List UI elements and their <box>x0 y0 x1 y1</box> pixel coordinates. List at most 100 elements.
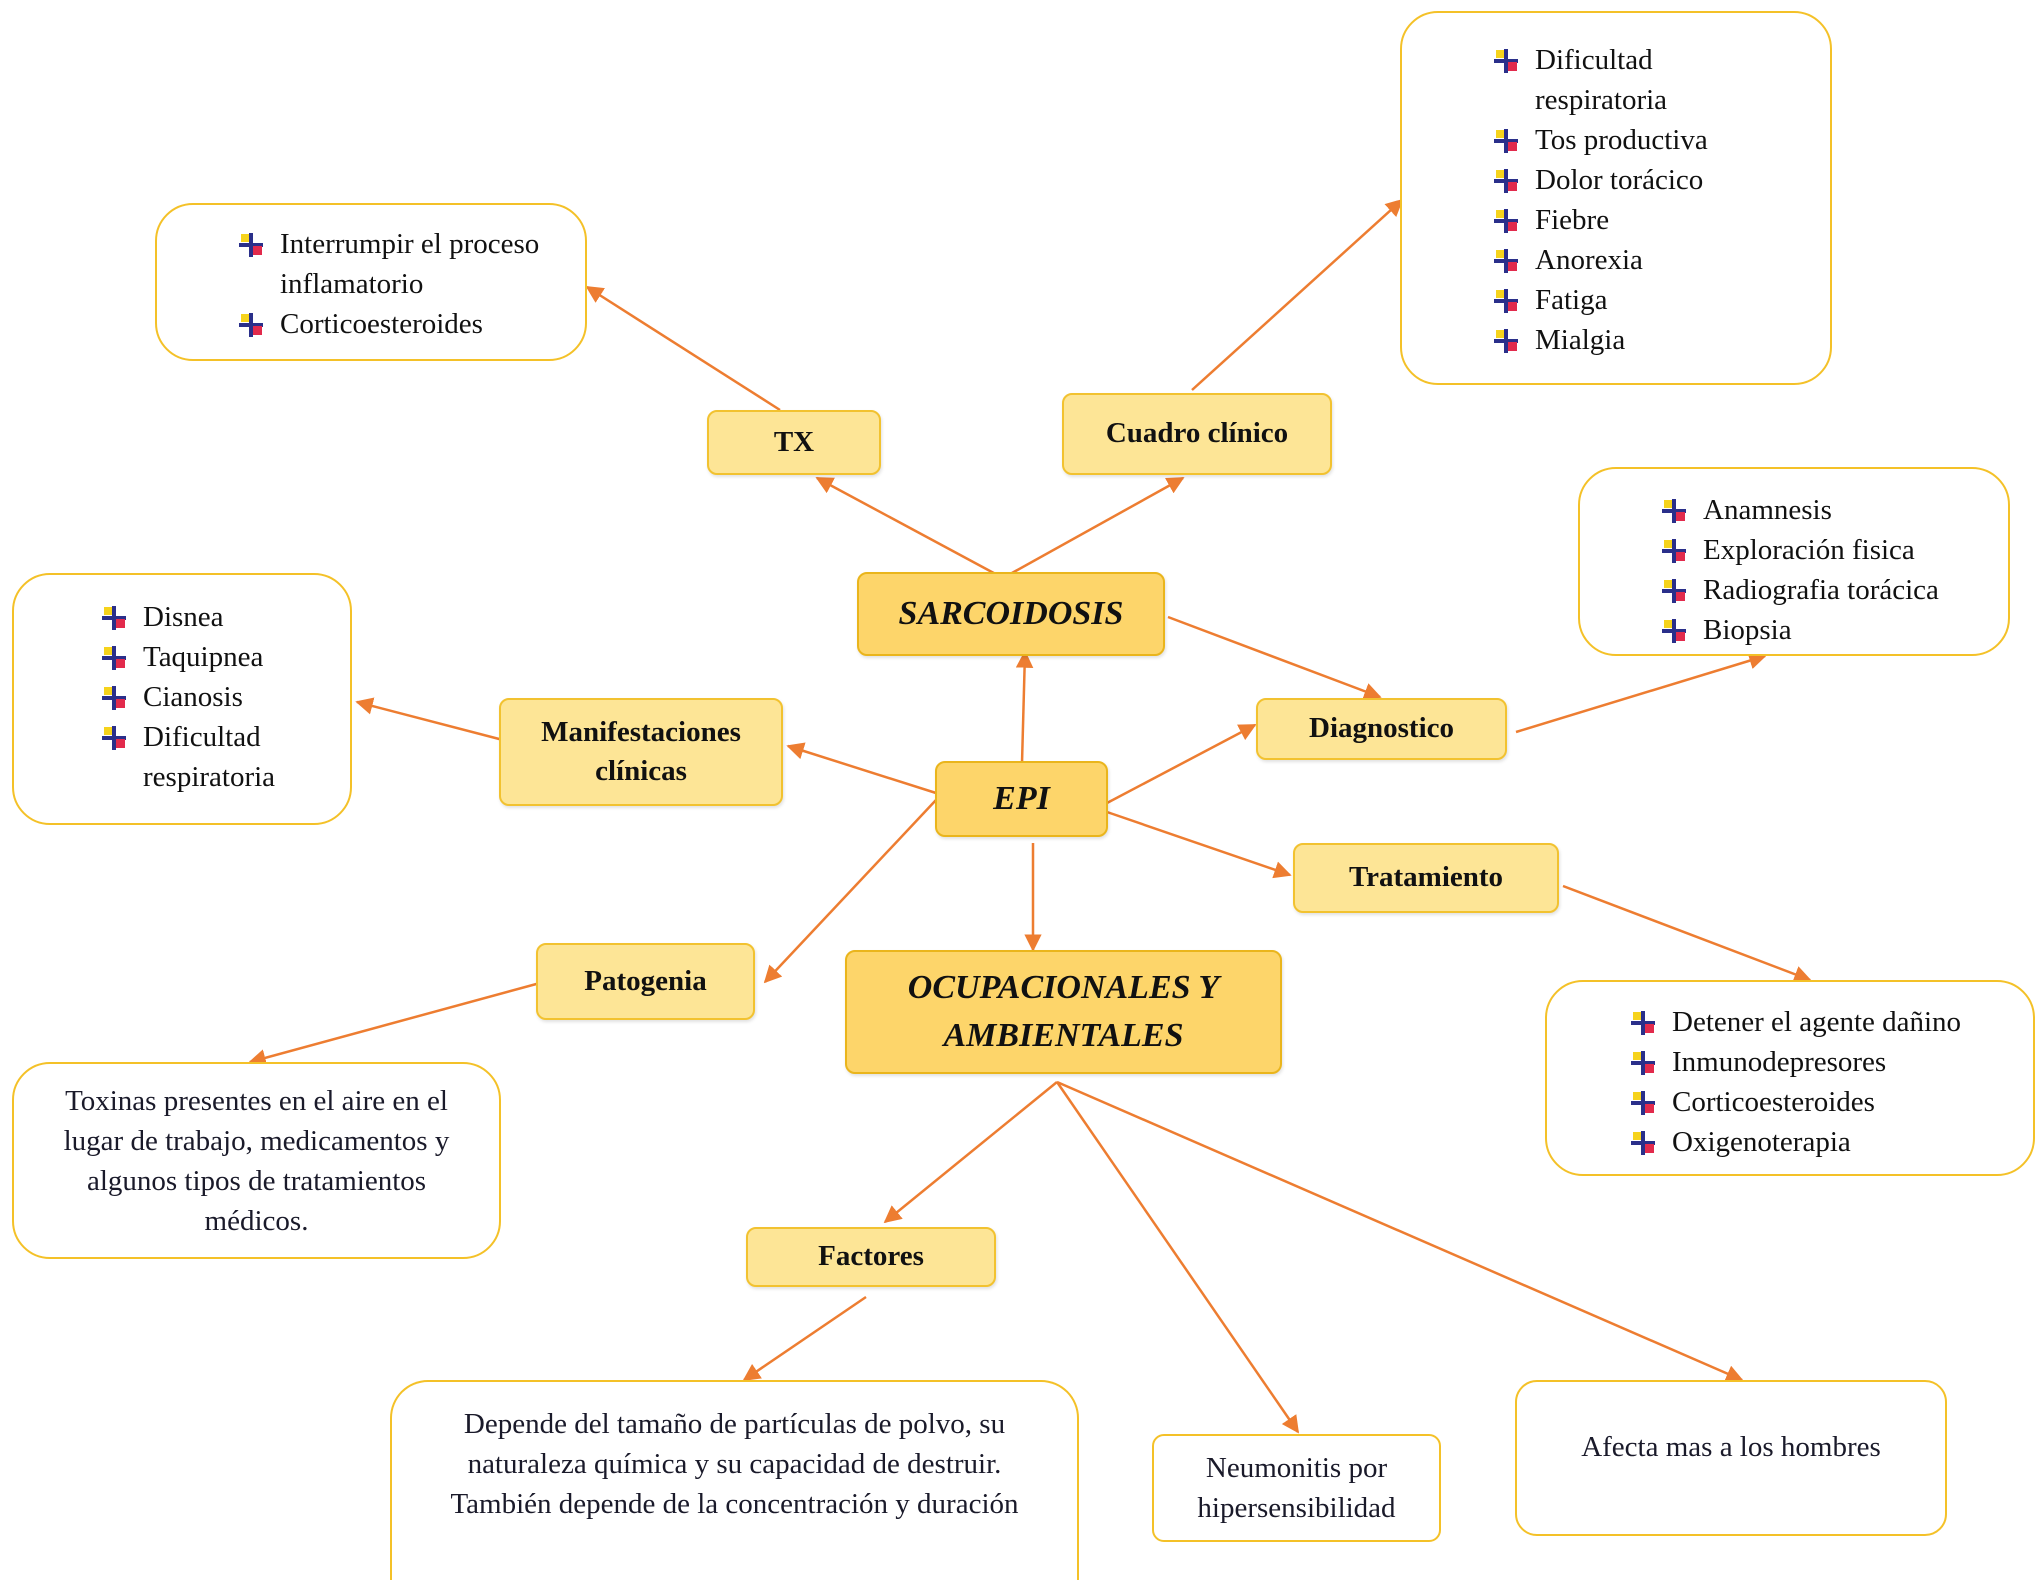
manifestaciones-details-box: Disnea Taquipnea Cianosis Dificultad res… <box>12 573 352 825</box>
list-item-text: Tos productiva <box>1535 124 1708 156</box>
node-cuadro-clinico: Cuadro clínico <box>1062 393 1332 475</box>
tratamiento-details-box: Detener el agente dañino Inmunodepresore… <box>1545 980 2035 1176</box>
manifestaciones-details-list: Disnea Taquipnea Cianosis Dificultad res… <box>98 597 323 797</box>
list-item: Detener el agente dañino <box>1627 1002 1961 1042</box>
node-ocupacionales-line-2: AMBIENTALES <box>943 1017 1184 1054</box>
list-item: Dificultad respiratoria <box>98 717 323 797</box>
node-sarcoidosis-label: SARCOIDOSIS <box>898 595 1124 633</box>
tx-details-list: Interrumpir el proceso inflamatorio Cort… <box>235 224 570 344</box>
arrow-epi-diagnostico <box>1106 723 1257 805</box>
arrow-ocupacionales-factores <box>883 1081 1058 1224</box>
list-item: Interrumpir el proceso inflamatorio <box>235 224 570 304</box>
list-item-text: Mialgia <box>1535 324 1626 356</box>
list-item: Anamnesis <box>1658 490 1939 530</box>
list-item-text: Corticoesteroides <box>280 308 483 340</box>
list-item: Tos productiva <box>1490 120 1735 160</box>
cuadro-details-box: Dificultad respiratoria Tos productiva D… <box>1400 11 1832 385</box>
bullet-icon <box>1662 619 1686 643</box>
tratamiento-details-list: Detener el agente dañino Inmunodepresore… <box>1627 1002 1961 1162</box>
factores-text: Depende del tamaño de partículas de polv… <box>450 1408 1019 1520</box>
bullet-icon <box>239 313 263 337</box>
diagnostico-details-box: Anamnesis Exploración fisica Radiografia… <box>1578 467 2010 656</box>
list-item: Corticoesteroides <box>1627 1082 1961 1122</box>
hombres-box: Afecta mas a los hombres <box>1515 1380 1947 1536</box>
bullet-icon <box>1662 539 1686 563</box>
node-tx: TX <box>707 410 881 475</box>
arrow-patogenia-box <box>248 981 541 1067</box>
node-epi-label: EPI <box>993 780 1050 818</box>
bullet-icon <box>1662 579 1686 603</box>
list-item: Fatiga <box>1490 280 1735 320</box>
bullet-icon <box>1631 1091 1655 1115</box>
node-tratamiento-label: Tratamiento <box>1348 861 1504 894</box>
arrow-epi-manifestaciones <box>786 742 937 795</box>
list-item-text: Oxigenoterapia <box>1672 1126 1851 1158</box>
list-item-text: Dificultad respiratoria <box>1535 44 1668 116</box>
list-item-text: Corticoesteroides <box>1672 1086 1875 1118</box>
node-tx-label: TX <box>773 425 815 458</box>
hombres-text: Afecta mas a los hombres <box>1581 1431 1881 1463</box>
factores-details-box: Depende del tamaño de partículas de polv… <box>390 1380 1079 1580</box>
node-sarcoidosis: SARCOIDOSIS <box>857 572 1165 656</box>
bullet-icon <box>1494 169 1518 193</box>
node-epi: EPI <box>935 761 1108 837</box>
node-diagnostico-label: Diagnostico <box>1309 712 1454 745</box>
list-item-text: Inmunodepresores <box>1672 1046 1887 1078</box>
node-factores: Factores <box>746 1227 996 1287</box>
node-patogenia-label: Patogenia <box>584 964 707 997</box>
neumonitis-text: Neumonitis por hipersensibilidad <box>1197 1452 1396 1524</box>
bullet-icon <box>239 233 263 257</box>
tx-details-box: Interrumpir el proceso inflamatorio Cort… <box>155 203 587 361</box>
list-item: Anorexia <box>1490 240 1735 280</box>
list-item-text: Radiografia torácica <box>1703 574 1939 606</box>
bullet-icon <box>1494 209 1518 233</box>
arrow-epi-tratamiento <box>1106 810 1292 879</box>
bullet-icon <box>1494 49 1518 73</box>
bullet-icon <box>1494 329 1518 353</box>
node-ocupacionales: OCUPACIONALES Y AMBIENTALES <box>845 950 1282 1074</box>
node-ocupacionales-line-1: OCUPACIONALES Y <box>907 969 1220 1007</box>
bullet-icon <box>102 606 126 630</box>
arrow-manifestaciones-box <box>355 697 504 742</box>
neumonitis-box: Neumonitis por hipersensibilidad <box>1152 1434 1441 1542</box>
list-item-text: Cianosis <box>143 681 243 713</box>
list-item-text: Anorexia <box>1535 244 1643 276</box>
node-cuadro-clinico-label: Cuadro clínico <box>1105 417 1289 450</box>
list-item-text: Dolor torácico <box>1535 164 1704 196</box>
arrow-cuadro-box <box>1191 198 1404 391</box>
arrow-factores-box <box>742 1295 867 1382</box>
bullet-icon <box>1494 289 1518 313</box>
arrow-sarcoidosis-tx <box>815 476 1004 580</box>
bullet-icon <box>102 646 126 670</box>
list-item-text: Interrumpir el proceso inflamatorio <box>280 228 540 300</box>
arrow-diagnostico-box <box>1515 652 1767 734</box>
cuadro-details-list: Dificultad respiratoria Tos productiva D… <box>1490 40 1735 360</box>
diagnostico-details-list: Anamnesis Exploración fisica Radiografia… <box>1658 490 1939 650</box>
list-item: Exploración fisica <box>1658 530 1939 570</box>
list-item: Fiebre <box>1490 200 1735 240</box>
list-item: Corticoesteroides <box>235 304 570 344</box>
list-item: Disnea <box>98 597 323 637</box>
list-item-text: Anamnesis <box>1703 494 1832 526</box>
node-tratamiento: Tratamiento <box>1293 843 1559 913</box>
list-item: Cianosis <box>98 677 323 717</box>
list-item: Mialgia <box>1490 320 1735 360</box>
list-item: Oxigenoterapia <box>1627 1122 1961 1162</box>
list-item: Dolor torácico <box>1490 160 1735 200</box>
list-item-text: Fiebre <box>1535 204 1610 236</box>
arrow-sarcoidosis-diagnostico <box>1167 615 1382 700</box>
bullet-icon <box>102 686 126 710</box>
patogenia-details-box: Toxinas presentes en el aire en el lugar… <box>12 1062 501 1259</box>
arrow-epi-patogenia <box>763 799 937 984</box>
arrow-ocupacionales-hombres <box>1056 1080 1744 1382</box>
node-manifestaciones: Manifestaciones clínicas <box>499 698 783 806</box>
arrow-epi-sarcoidosis <box>1015 650 1034 764</box>
arrow-tx-box <box>585 285 781 412</box>
patogenia-text: Toxinas presentes en el aire en el lugar… <box>63 1084 450 1237</box>
node-factores-label: Factores <box>818 1240 924 1273</box>
arrow-sarcoidosis-cuadro <box>1002 476 1185 580</box>
list-item: Inmunodepresores <box>1627 1042 1961 1082</box>
node-diagnostico: Diagnostico <box>1256 698 1507 760</box>
bullet-icon <box>1631 1011 1655 1035</box>
